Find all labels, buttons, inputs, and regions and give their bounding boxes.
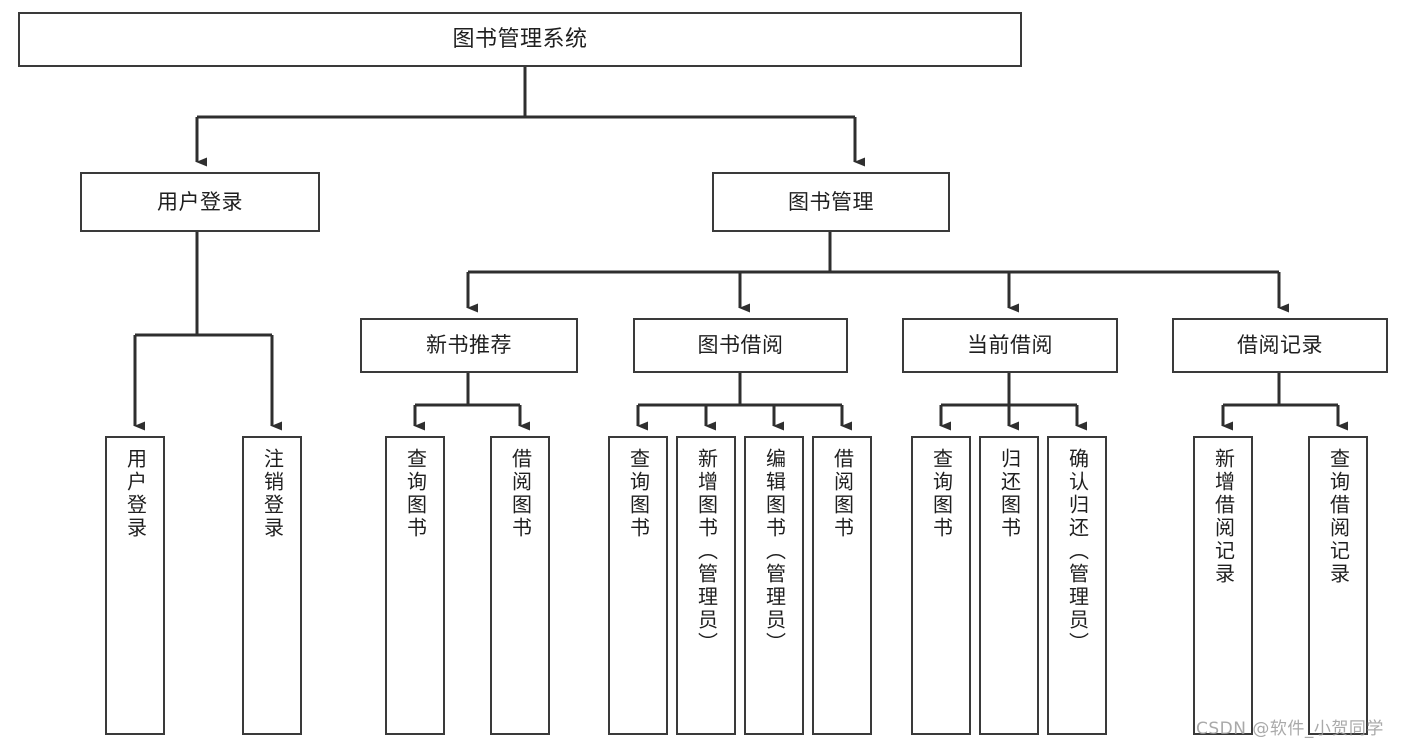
node-label: 新增借阅记录 [1211, 448, 1236, 586]
node-label: 查询图书 [403, 448, 428, 540]
node-label: 查询借阅记录 [1326, 448, 1351, 586]
node-current-borrow[interactable]: 当前借阅 [902, 318, 1118, 373]
leaf-book-borrow-query-books[interactable]: 查询图书 [608, 436, 668, 735]
node-label: 借阅图书 [508, 448, 533, 540]
node-user-login[interactable]: 用户登录 [80, 172, 320, 232]
node-new-book-recommend[interactable]: 新书推荐 [360, 318, 578, 373]
leaf-new-book-query-books[interactable]: 查询图书 [385, 436, 445, 735]
node-label: 图书借阅 [697, 333, 784, 358]
node-label: 新书推荐 [426, 333, 512, 358]
node-label: 用户登录 [157, 189, 243, 214]
leaf-borrow-record-query-record[interactable]: 查询借阅记录 [1308, 436, 1368, 735]
leaf-book-borrow-add-book-admin[interactable]: 新增图书（管理员） [676, 436, 736, 735]
leaf-new-book-borrow-books[interactable]: 借阅图书 [490, 436, 550, 735]
node-label: 查询图书 [929, 448, 954, 540]
node-label: 新增图书（管理员） [694, 448, 719, 655]
node-root-book-management-system[interactable]: 图书管理系统 [18, 12, 1022, 67]
leaf-current-borrow-confirm-return-admin[interactable]: 确认归还（管理员） [1047, 436, 1107, 735]
node-label: 借阅图书 [830, 448, 855, 540]
node-label: 查询图书 [626, 448, 651, 540]
node-label: 当前借阅 [967, 333, 1053, 358]
node-label: 图书管理系统 [452, 26, 588, 52]
node-book-borrow[interactable]: 图书借阅 [633, 318, 848, 373]
node-label: 用户登录 [123, 448, 148, 540]
node-label: 图书管理 [788, 189, 874, 214]
node-label: 确认归还（管理员） [1065, 448, 1090, 655]
leaf-book-borrow-edit-book-admin[interactable]: 编辑图书（管理员） [744, 436, 804, 735]
node-label: 注销登录 [260, 448, 285, 540]
node-label: 借阅记录 [1237, 333, 1323, 358]
leaf-user-login-login[interactable]: 用户登录 [105, 436, 165, 735]
leaf-current-borrow-return-books[interactable]: 归还图书 [979, 436, 1039, 735]
leaf-book-borrow-borrow-books[interactable]: 借阅图书 [812, 436, 872, 735]
node-book-management[interactable]: 图书管理 [712, 172, 950, 232]
leaf-borrow-record-add-record[interactable]: 新增借阅记录 [1193, 436, 1253, 735]
node-label: 编辑图书（管理员） [762, 448, 787, 655]
leaf-current-borrow-query-books[interactable]: 查询图书 [911, 436, 971, 735]
leaf-user-login-logout[interactable]: 注销登录 [242, 436, 302, 735]
node-borrow-record[interactable]: 借阅记录 [1172, 318, 1388, 373]
node-label: 归还图书 [997, 448, 1022, 540]
